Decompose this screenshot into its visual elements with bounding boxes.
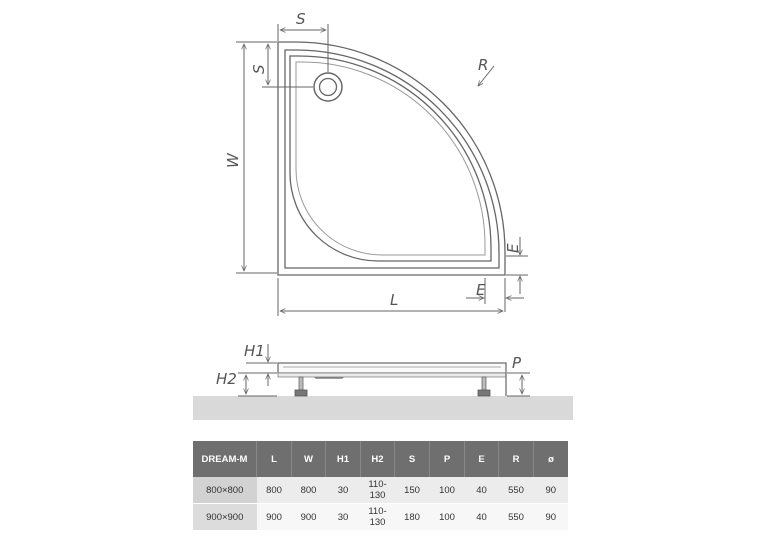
cell-e: 40 — [464, 503, 499, 530]
dimension-s-left — [262, 41, 313, 88]
label-e-side: E — [504, 243, 522, 253]
dimension-h2 — [238, 372, 277, 397]
cell-s: 180 — [394, 503, 430, 530]
cell-l: 900 — [256, 503, 292, 530]
dimension-e-side — [506, 237, 528, 294]
dimension-p — [507, 372, 530, 397]
tray-basin-inner — [295, 61, 486, 256]
tray-rim-edge — [284, 49, 500, 269]
leg-left-foot — [294, 389, 308, 397]
label-r: R — [478, 56, 488, 74]
label-e-bottom: E — [476, 281, 486, 299]
dimension-l — [277, 278, 503, 316]
table-header-row: DREAM-M L W H1 H2 S P E R ø — [193, 441, 568, 477]
label-l: L — [390, 291, 398, 309]
drain-inner — [318, 77, 338, 97]
cell-r: 550 — [498, 477, 534, 504]
label-p: P — [512, 354, 522, 372]
header-e: E — [464, 441, 499, 477]
drain-outer — [313, 72, 343, 102]
dimension-s-top — [277, 24, 329, 72]
header-s: S — [394, 441, 430, 477]
header-l: L — [256, 441, 292, 477]
dimension-w — [236, 41, 277, 274]
leg-left — [298, 376, 304, 391]
cell-h2: 110-130 — [360, 503, 395, 530]
cell-diameter: 90 — [533, 503, 568, 530]
cell-h2: 110-130 — [360, 477, 395, 504]
cell-l: 800 — [256, 477, 292, 504]
cell-diameter: 90 — [533, 477, 568, 504]
leg-right — [481, 376, 487, 391]
label-w: W — [224, 152, 242, 168]
header-w: W — [291, 441, 326, 477]
table-row: 800×800 800 800 30 110-130 150 100 40 55… — [193, 477, 568, 504]
tray-basin-outline — [289, 55, 492, 262]
cell-h1: 30 — [325, 477, 361, 504]
tray-top-view — [277, 41, 506, 276]
leg-right-foot — [477, 389, 491, 397]
cell-p: 100 — [429, 503, 465, 530]
header-h1: H1 — [325, 441, 361, 477]
label-h1: H1 — [244, 342, 265, 360]
tray-side-body — [277, 362, 507, 374]
dimension-r-leader — [478, 65, 495, 86]
cell-p: 100 — [429, 477, 465, 504]
table-row: 900×900 900 900 30 110-130 180 100 40 55… — [193, 503, 568, 530]
cell-h1: 30 — [325, 503, 361, 530]
tray-side-view — [277, 362, 507, 397]
tray-outer-outline — [277, 41, 506, 276]
cell-model: 900×900 — [193, 503, 257, 530]
header-h2: H2 — [360, 441, 395, 477]
floor-band — [193, 396, 573, 420]
header-r: R — [498, 441, 534, 477]
specification-table: DREAM-M L W H1 H2 S P E R ø 800×800 800 … — [193, 441, 568, 530]
label-s-top: S — [296, 10, 306, 28]
header-p: P — [429, 441, 465, 477]
dimension-e-bottom — [466, 278, 524, 312]
label-s-left: S — [250, 64, 268, 74]
cell-w: 900 — [291, 503, 326, 530]
cell-s: 150 — [394, 477, 430, 504]
cell-e: 40 — [464, 477, 499, 504]
label-h2: H2 — [216, 370, 237, 388]
header-model: DREAM-M — [193, 441, 257, 477]
cell-model: 800×800 — [193, 477, 257, 504]
cell-w: 800 — [291, 477, 326, 504]
dimension-h1 — [246, 344, 277, 386]
cell-r: 550 — [498, 503, 534, 530]
header-diameter: ø — [533, 441, 568, 477]
shower-tray-technical-drawing: S S R W E E L — [193, 10, 573, 420]
tray-side-frame — [277, 372, 507, 378]
